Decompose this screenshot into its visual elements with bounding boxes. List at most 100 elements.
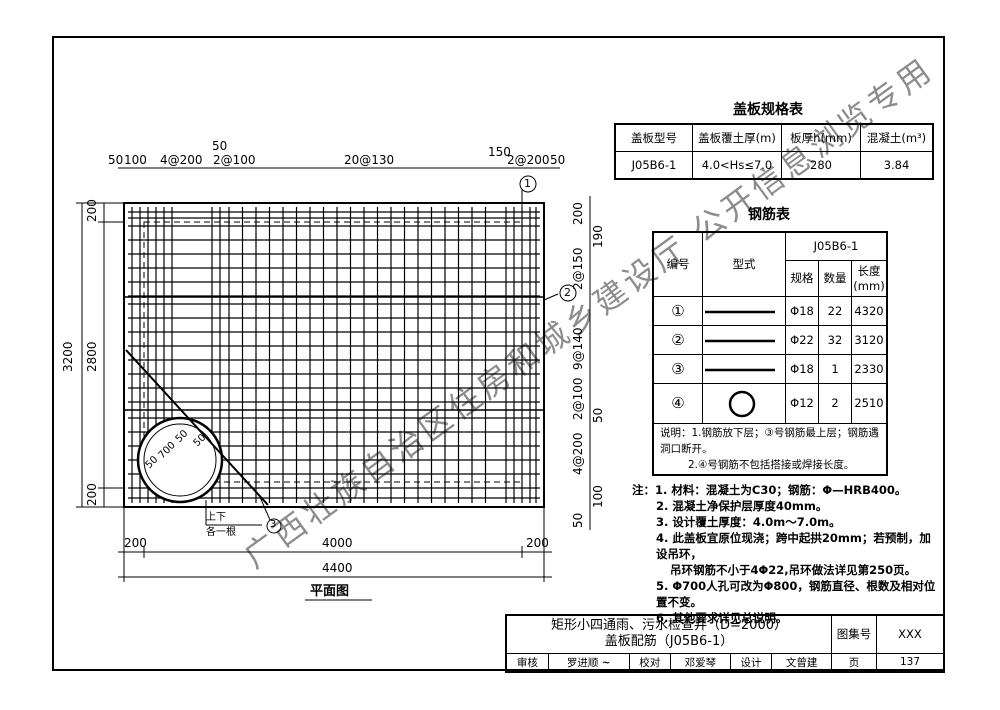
rebar-header-shape: 型式 [702,231,786,297]
spec-header-thickness: 板厚h(mm) [781,123,861,152]
rebar-shape-4 [702,382,786,424]
rebar-note-1: 说明：1.钢筋放下层；③号钢筋最上层；钢筋遇洞口断开。 [660,426,879,455]
right-dim-9: 50 [571,512,585,528]
spec-cell-thickness: 280 [781,151,861,180]
design-name: 文曾建 [771,652,832,672]
rebar-note: 说明：1.钢筋放下层；③号钢筋最上层；钢筋遇洞口断开。 2.④号钢筋不包括搭接或… [652,422,888,475]
rebar-length-1: 4320 [851,295,888,326]
title-block: 矩形小四通雨、污水检查井（D=2000） 盖板配筋（J05B6-1） 图集号 X… [505,614,945,673]
rebar-length-3: 2330 [851,353,888,384]
rebar-count-3: 1 [818,353,852,384]
note-4b: 吊环钢筋不小于4Φ22,吊环做法详见第250页。 [670,563,917,577]
plan-title: 平面图 [310,584,350,599]
rebar-no-3: ③ [652,353,703,384]
check-label: 校对 [628,652,672,672]
atlas-label: 图集号 [831,614,877,654]
note-2: 2. 混凝土净保护层厚度40mm。 [656,499,828,513]
general-notes: 注：1. 材料：混凝土为C30；钢筋：Φ—HRB400。 2. 混凝土净保护层厚… [632,482,937,626]
rebar-count-4: 2 [818,382,852,424]
manhole-circle-outer [136,416,224,504]
spec-header-model: 盖板型号 [614,123,693,152]
top-dim-5: 2@100 [213,153,256,167]
right-dim-5: 2@100 [571,377,585,420]
rebar-header-length: 长度(mm) [851,259,888,297]
drawing-title-2: 盖板配筋（J05B6-1） [604,634,734,650]
page-value: 137 [876,652,945,672]
callout-1: 1 [524,177,531,190]
design-name-text: 文曾建 [785,656,818,669]
rebar-table: 编号 型式 J05B6-1 规格 数量 长度(mm) ① Φ18 22 4320… [652,231,888,476]
slab-outline [123,202,545,508]
rebar-count-1: 22 [818,295,852,326]
note-5: 5. Φ700人孔可改为Φ800，钢筋直径、根数及相对位置不变。 [656,579,936,609]
spec-table: 盖板型号 盖板覆土厚(m) 板厚h(mm) 混凝土(m³) J05B6-1 4.… [614,123,934,180]
review-name-text: 罗进顺 [566,656,599,669]
drawing-border [52,36,945,671]
review-label: 审核 [505,652,549,672]
check-name: 邓爱琴 [670,652,731,672]
note-4: 4. 此盖板宜原位现浇；跨中起拱20mm；若预制，加设吊环， [656,531,931,561]
rebar-no-4: ④ [652,382,703,424]
spec-header-concrete: 混凝土(m³) [860,123,934,152]
atlas-value: XXX [876,614,945,654]
slab-inner-dashed [143,221,523,483]
rebar-header-count: 数量 [818,259,852,297]
rebar-shape-1 [702,295,786,326]
top-dim-4: 50 [212,139,228,153]
right-dim-6: 50 [591,407,605,423]
review-signature: ~ [601,656,611,669]
left-dim-200-bottom: 200 [85,483,99,506]
top-dim-9: 50 [550,153,566,167]
rebar-spec-3: Φ18 [785,353,819,384]
rebar-length-2: 3120 [851,324,888,355]
rebar-no-2: ② [652,324,703,355]
top-dim-7: 150 [488,145,511,159]
manhole-circle-inner [143,423,217,497]
spec-table-title: 盖板规格表 [733,102,803,118]
bottom-dim-4000: 4000 [322,536,353,550]
top-dim-6: 20@130 [344,153,395,167]
spec-cell-model: J05B6-1 [614,151,693,180]
bottom-dim-200-right: 200 [526,536,549,550]
tie-note-2: 各一根 [206,527,236,538]
design-label: 设计 [729,652,773,672]
top-dim-3: 4@200 [160,153,203,167]
top-dim-8: 2@200 [507,153,550,167]
left-dim-3200: 3200 [61,341,75,372]
rebar-note-2: 2.④号钢筋不包括搭接或焊接长度。 [688,458,855,471]
rebar-header-spec: 规格 [785,259,819,297]
page-label: 页 [831,652,877,672]
spec-cell-concrete: 3.84 [860,151,934,180]
top-dim-1: 50 [108,153,124,167]
check-name-text: 邓爱琴 [684,656,717,669]
left-dim-200-top: 200 [85,199,99,222]
rebar-header-group: J05B6-1 [785,231,888,261]
right-dim-8: 100 [591,485,605,508]
spec-header-cover: 盖板覆土厚(m) [692,123,782,152]
right-dim-1: 200 [571,202,585,225]
note-3: 3. 设计覆土厚度：4.0m～7.0m。 [656,515,841,529]
left-dim-2800: 2800 [85,341,99,372]
note-1: 注：1. 材料：混凝土为C30；钢筋：Φ—HRB400。 [632,483,907,497]
right-dim-2: 190 [591,225,605,248]
bottom-dim-200-left: 200 [124,536,147,550]
rebar-table-title: 钢筋表 [748,207,790,223]
review-name: 罗进顺 ~ [547,652,630,672]
rebar-spec-1: Φ18 [785,295,819,326]
rebar-no-1: ① [652,295,703,326]
rebar-shape-3 [702,353,786,384]
callout-2: 2 [564,286,571,299]
diagonal-bar-3 [125,349,269,506]
tie-note-1: 上下 [206,512,226,523]
rebar-shape-2 [702,324,786,355]
rebar-spec-4: Φ12 [785,382,819,424]
top-dim-2: 100 [124,153,147,167]
right-dim-3: 2@150 [571,247,585,290]
rebar-length-4: 2510 [851,382,888,424]
drawing-title-1: 矩形小四通雨、污水检查井（D=2000） [551,618,787,634]
callout-3: 3 [270,519,277,530]
bottom-dim-4400: 4400 [322,561,353,575]
rebar-count-2: 32 [818,324,852,355]
rebar-spec-2: Φ22 [785,324,819,355]
